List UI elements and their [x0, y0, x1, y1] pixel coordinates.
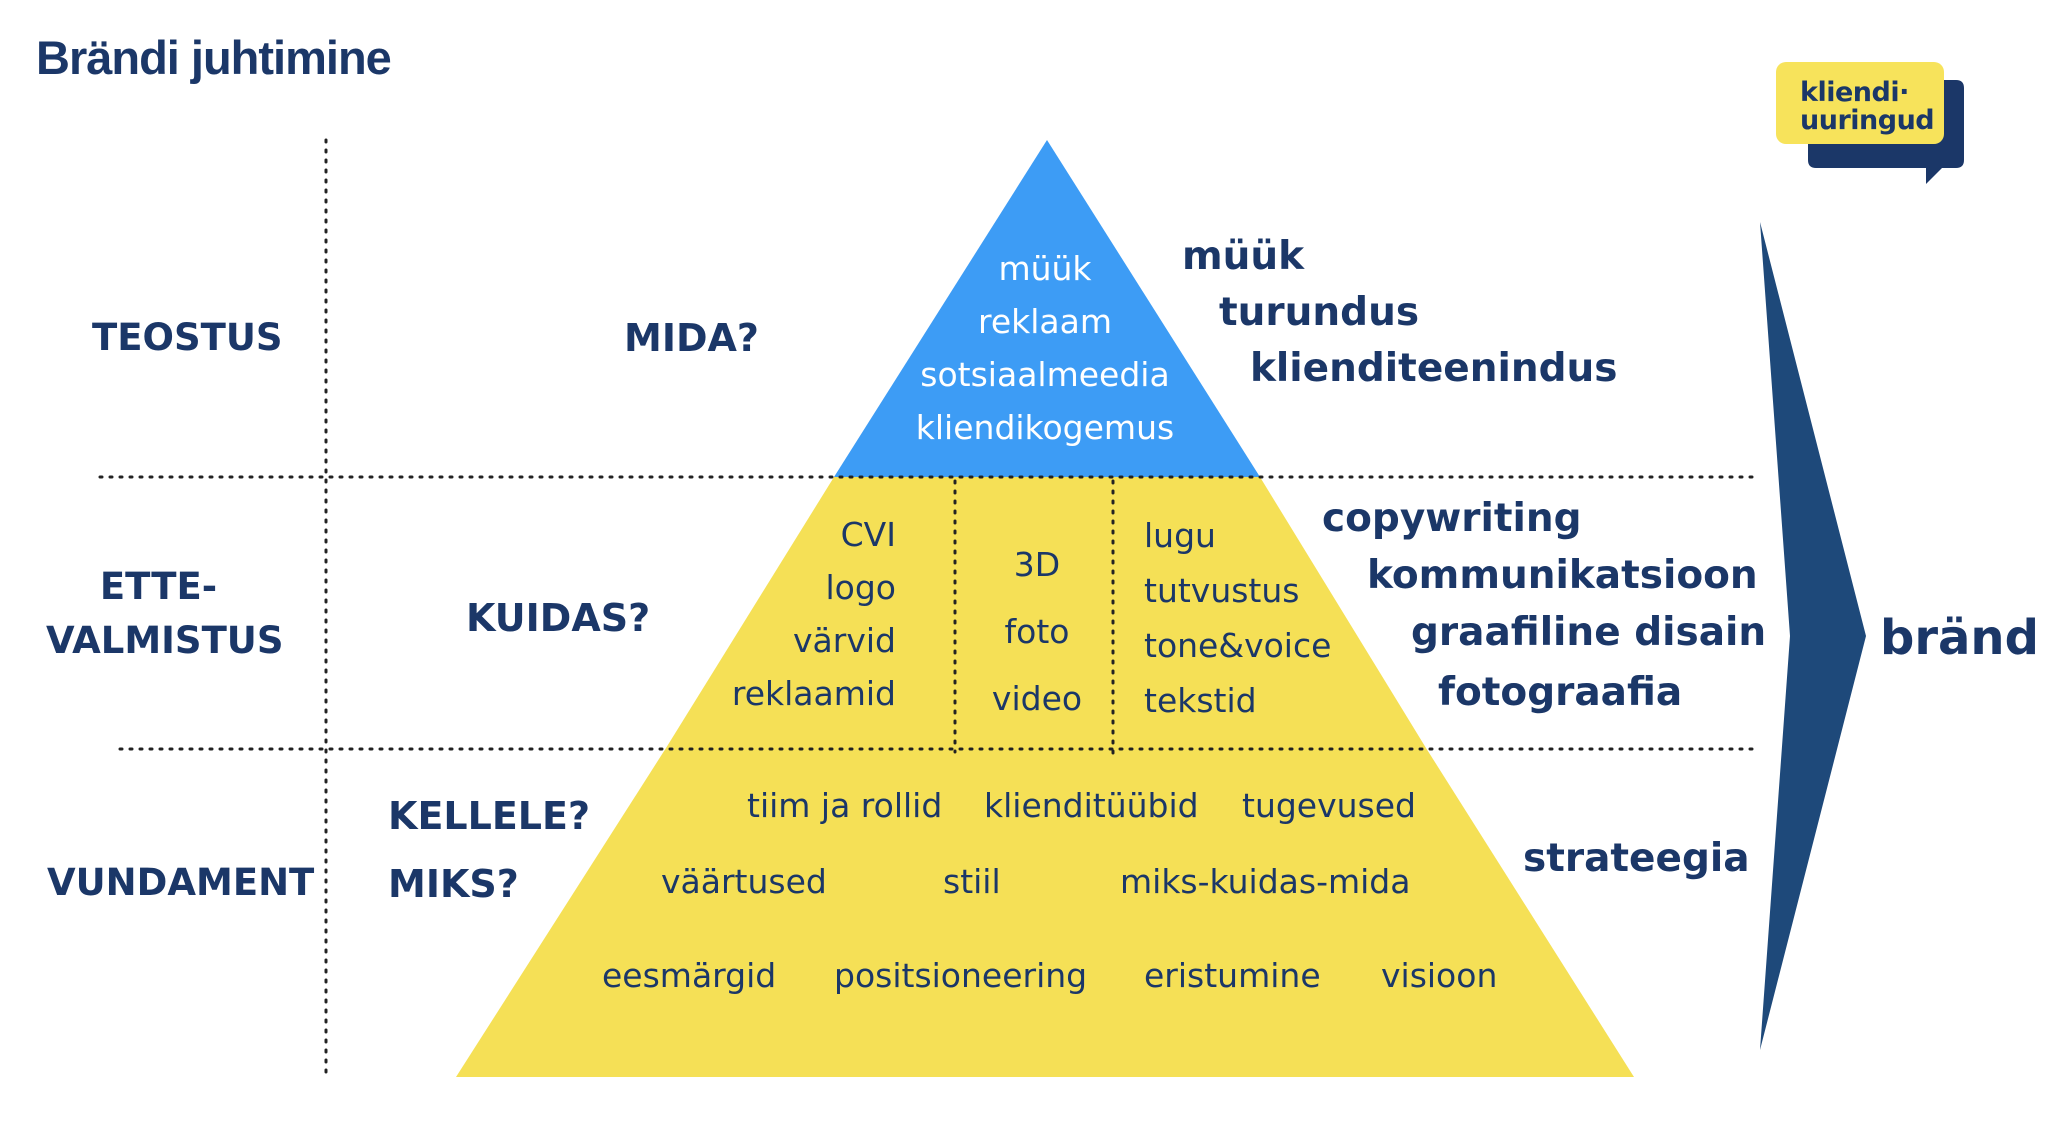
- logo-line-1: kliendi·: [1800, 77, 1909, 108]
- base-item-vaartused: väärtused: [661, 862, 827, 901]
- page-title: Brändi juhtimine: [36, 31, 392, 84]
- pyramid-middle-center-list: 3D foto video: [964, 531, 1110, 732]
- middle-left-item: CVI: [840, 515, 896, 554]
- middle-right-item: tekstid: [1144, 681, 1257, 720]
- pyramid-top-item: sotsiaalmeedia: [920, 355, 1170, 394]
- level-ette-line2: VALMISTUS: [46, 619, 284, 662]
- base-item-kliendituubid: klienditüübid: [984, 786, 1199, 825]
- question-kuidas: KUIDAS?: [466, 596, 651, 640]
- middle-right-item: tutvustus: [1144, 571, 1300, 610]
- base-item-eesmargid: eesmärgid: [602, 956, 777, 995]
- side-label-strateegia: strateegia: [1523, 836, 1750, 881]
- level-teostus: TEOSTUS: [92, 316, 283, 359]
- level-ette-line1: ETTE-: [99, 565, 218, 608]
- question-miks: MIKS?: [388, 862, 519, 906]
- pyramid-top-item: reklaam: [977, 302, 1112, 341]
- logo-mark: [1776, 62, 1964, 184]
- pyramid-middle-band: [666, 477, 1426, 748]
- base-item-stiil: stiil: [943, 862, 1001, 901]
- pyramid-top-item: müük: [998, 249, 1092, 288]
- pyramid-middle-left-list: CVI logo värvid reklaamid: [690, 508, 896, 720]
- middle-center-item: 3D: [1013, 545, 1061, 584]
- pyramid-top-item: kliendikogemus: [915, 408, 1175, 447]
- side-label-kommunikatsioon: kommunikatsioon: [1367, 553, 1758, 598]
- base-item-tiim: tiim ja rollid: [747, 786, 943, 825]
- middle-left-item: logo: [825, 568, 897, 607]
- logo-line-2: uuringud: [1800, 105, 1935, 136]
- side-label-copywriting: copywriting: [1322, 496, 1582, 541]
- question-kellele-miks: KELLELE? MIKS?: [388, 782, 590, 918]
- question-kellele: KELLELE?: [388, 794, 591, 838]
- pyramid-base-band: [456, 748, 1634, 1077]
- pyramid-middle-right-list: lugu tutvustus tone&voice tekstid: [1144, 508, 1331, 728]
- pyramid-top-list: müük reklaam sotsiaalmeedia kliendikogem…: [905, 242, 1185, 454]
- question-mida: MIDA?: [624, 316, 759, 360]
- middle-center-item: video: [991, 679, 1083, 718]
- middle-center-item: foto: [1004, 612, 1070, 651]
- pyramid-top-band: [834, 140, 1260, 477]
- side-label-fotograafia: fotograafia: [1438, 670, 1683, 715]
- base-item-positsioneering: positsioneering: [834, 956, 1088, 995]
- side-label-muuk: müük: [1182, 234, 1305, 279]
- result-brand-label: bränd: [1880, 610, 2039, 666]
- base-item-eristumine: eristumine: [1144, 956, 1321, 995]
- side-label-graafiline-disain: graafiline disain: [1411, 610, 1767, 655]
- side-label-klienditeenindus: klienditeenindus: [1250, 346, 1618, 391]
- middle-right-item: lugu: [1144, 516, 1216, 555]
- level-vundament: VUNDAMENT: [47, 861, 315, 904]
- base-item-miks-kuidas-mida: miks-kuidas-mida: [1120, 862, 1411, 901]
- logo-text: kliendi· uuringud: [1800, 77, 1935, 136]
- level-ettevalmistus: ETTE- VALMISTUS: [46, 560, 284, 668]
- middle-left-item: reklaamid: [731, 674, 896, 713]
- side-label-turundus: turundus: [1219, 290, 1420, 335]
- base-item-tugevused: tugevused: [1242, 786, 1416, 825]
- base-item-visioon: visioon: [1381, 956, 1498, 995]
- middle-right-item: tone&voice: [1144, 626, 1332, 665]
- brand-arrow: [1760, 222, 1866, 1050]
- middle-left-item: värvid: [793, 621, 896, 660]
